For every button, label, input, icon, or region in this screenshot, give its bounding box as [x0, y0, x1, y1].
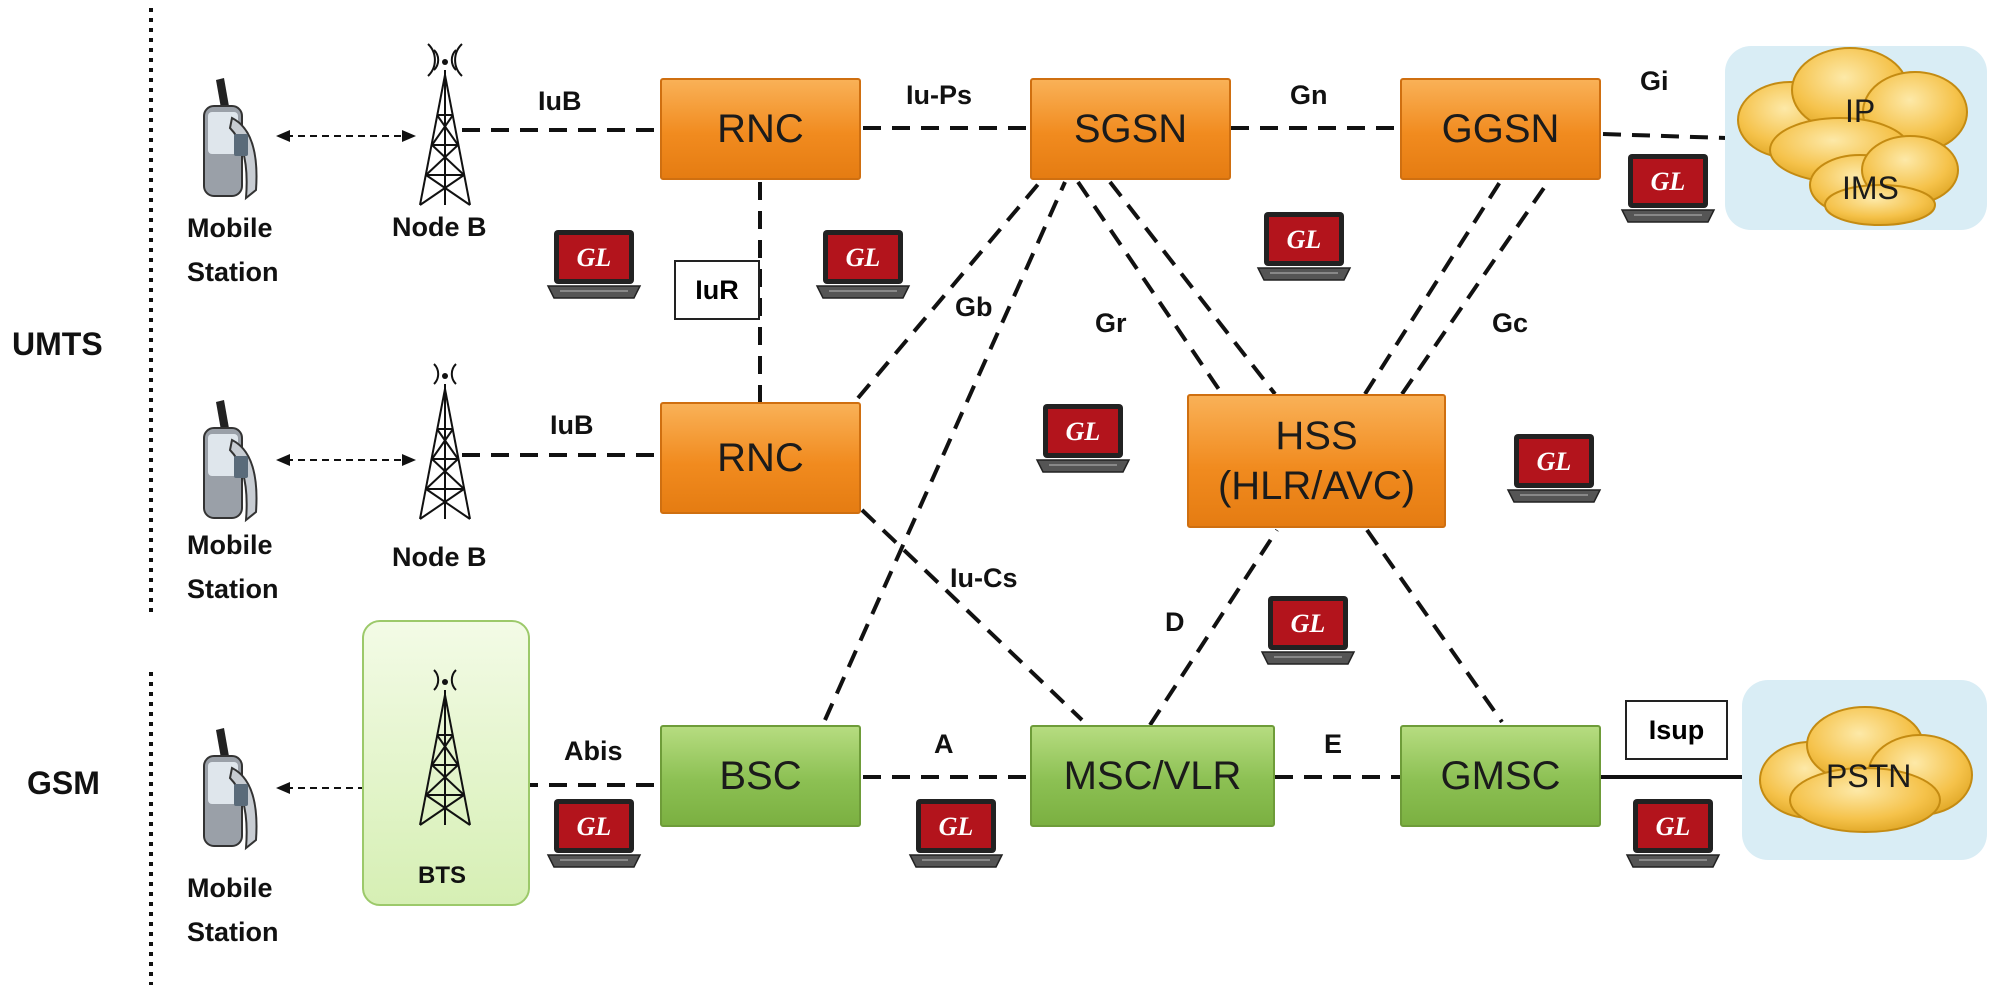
link-gr-2 [1108, 180, 1277, 396]
iups-label: Iu-Ps [906, 80, 973, 110]
gmsc-node[interactable]: GMSC [1400, 725, 1601, 827]
gr-label: Gr [1095, 308, 1127, 338]
arrow-head [276, 130, 290, 142]
svg-text:GL: GL [1656, 812, 1691, 841]
iub-label-1: IuB [538, 86, 582, 116]
rnc-node-label: RNC [717, 436, 804, 480]
arrow-head [402, 454, 416, 466]
msc-vlr-node-label: MSC/VLR [1063, 754, 1242, 798]
antenna-tower-icon [419, 669, 471, 826]
gl-probe-laptop-icon: GL [908, 799, 1004, 868]
arrow-head [402, 130, 416, 142]
gc-label: Gc [1492, 308, 1529, 338]
gsm-section-label: GSM [27, 765, 100, 801]
isup-label: Isup [1625, 700, 1728, 760]
ggsn-node-label: GGSN [1441, 107, 1560, 151]
svg-text:GL: GL [577, 812, 612, 841]
gl-probe-laptop-icon: GL [1506, 434, 1602, 503]
ims-cloud-shape [1809, 135, 1959, 226]
link-gc-1 [1363, 180, 1502, 396]
iub-label-2: IuB [550, 410, 594, 440]
arrow-head [276, 782, 290, 794]
svg-text:GL: GL [577, 243, 612, 272]
bsc-node[interactable]: BSC [660, 725, 861, 827]
pstn-cloud-label: PSTN [1826, 758, 1912, 794]
a-label: A [934, 729, 954, 759]
link-hss-gmsc [1365, 528, 1504, 724]
abis-label: Abis [564, 736, 623, 766]
hss-node-sublabel: (HLR/AVC) [1217, 464, 1416, 508]
gl-probe-laptop-icon: GL [1035, 404, 1131, 473]
ggsn-node[interactable]: GGSN [1400, 78, 1601, 180]
antenna-tower-icon [419, 363, 471, 520]
umts-section-label: UMTS [12, 326, 103, 362]
ip-cloud-label: IP [1845, 93, 1876, 129]
gb-label: Gb [955, 292, 993, 322]
gl-probe-laptop-icon: GL [815, 230, 911, 299]
node-b-label-1: Node B [392, 212, 487, 242]
sgsn-node-label: SGSN [1073, 107, 1188, 151]
hss-node-label: HSS [1275, 414, 1358, 458]
svg-text:GL: GL [1651, 167, 1686, 196]
svg-text:GL: GL [1537, 447, 1572, 476]
mobile-station-sublabel-1: Station [187, 257, 279, 287]
bts-label: BTS [418, 862, 466, 889]
msc-vlr-node[interactable]: MSC/VLR [1030, 725, 1275, 827]
node-b-label-2: Node B [392, 542, 487, 572]
mobile-phone-icon [203, 728, 258, 851]
gn-label: Gn [1290, 80, 1328, 110]
d-label: D [1165, 607, 1185, 637]
link-d [1148, 528, 1279, 727]
svg-text:GL: GL [1287, 225, 1322, 254]
gmsc-node-label: GMSC [1440, 754, 1561, 798]
gl-probe-laptop-icon: GL [1256, 212, 1352, 281]
mobile-station-sublabel-2: Station [187, 574, 279, 604]
mobile-station-label-1: Mobile [187, 213, 273, 243]
gi-label: Gi [1640, 66, 1669, 96]
rnc-node-2[interactable]: RNC [660, 402, 861, 514]
e-label: E [1324, 729, 1343, 759]
svg-text:GL: GL [1066, 417, 1101, 446]
link-gc-2 [1400, 180, 1550, 396]
link-gb-rnc [856, 180, 1042, 400]
gl-probe-laptop-icon: GL [546, 799, 642, 868]
link-gr-1 [1076, 180, 1224, 396]
svg-text:GL: GL [939, 812, 974, 841]
rnc-node-label: RNC [717, 107, 804, 151]
sgsn-node[interactable]: SGSN [1030, 78, 1231, 180]
mobile-phone-icon [203, 400, 258, 523]
mobile-station-label-2: Mobile [187, 530, 273, 560]
hss-node[interactable]: HSS (HLR/AVC) [1187, 394, 1446, 528]
iur-label: IuR [674, 260, 760, 320]
svg-text:GL: GL [846, 243, 881, 272]
gl-probe-laptop-icon: GL [546, 230, 642, 299]
mobile-station-label-3: Mobile [187, 873, 273, 903]
arrow-head [276, 454, 290, 466]
rnc-node-1[interactable]: RNC [660, 78, 861, 180]
antenna-tower-icon [419, 43, 471, 206]
gl-probe-laptop-icon: GL [1620, 154, 1716, 223]
link-gi [1602, 132, 1727, 140]
pstn-cloud-shape [1759, 706, 1973, 833]
link-gb-bsc [823, 181, 1067, 721]
svg-text:GL: GL [1291, 609, 1326, 638]
bsc-node-label: BSC [719, 754, 802, 798]
iucs-label: Iu-Cs [950, 563, 1018, 593]
link-iucs [860, 508, 1084, 722]
gl-probe-laptop-icon: GL [1260, 596, 1356, 665]
ims-cloud-label: IMS [1842, 170, 1899, 206]
mobile-phone-icon [203, 78, 258, 201]
gl-probe-laptop-icon: GL [1625, 799, 1721, 868]
mobile-station-sublabel-3: Station [187, 917, 279, 947]
